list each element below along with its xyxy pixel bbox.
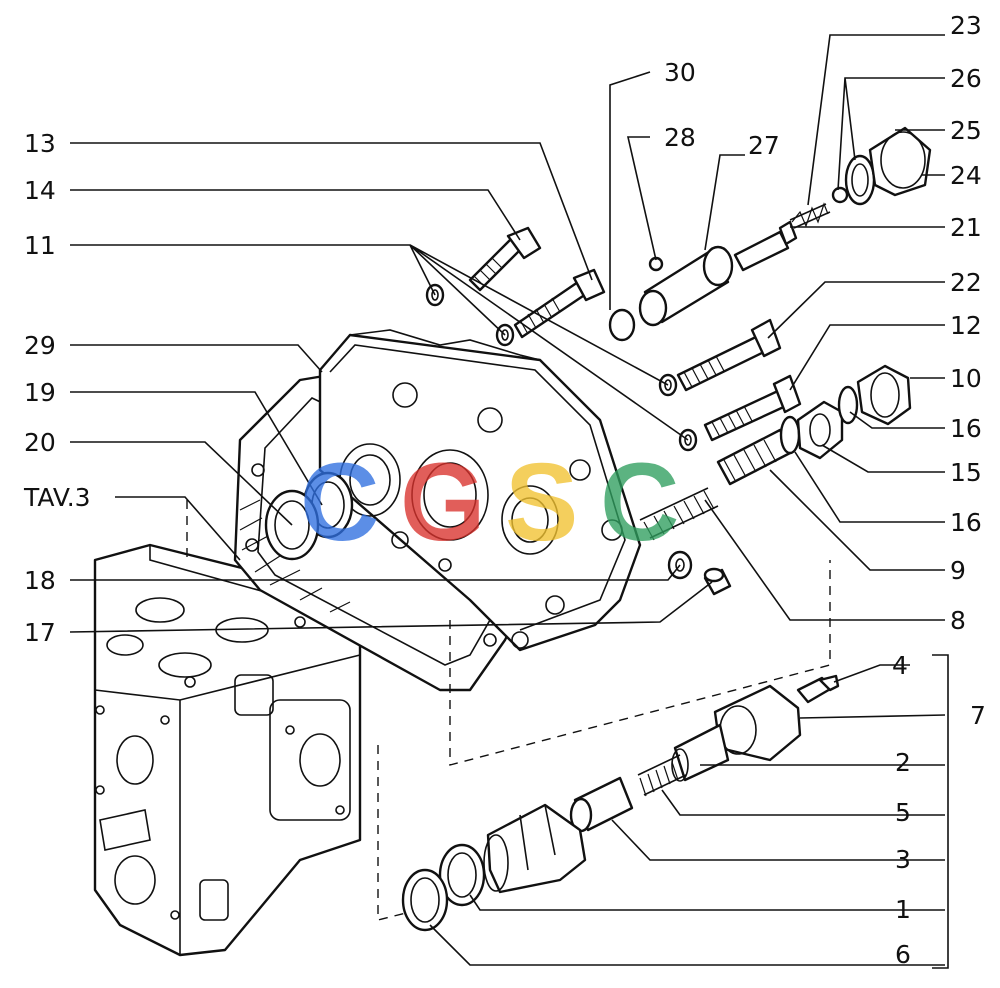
spring-23 — [789, 202, 831, 229]
cover-housing — [318, 329, 642, 652]
plug-17 — [703, 567, 732, 596]
watermark-letter-c1: C — [300, 441, 379, 564]
spring-5 — [637, 754, 687, 797]
callout-7: 7 — [970, 701, 986, 730]
washer-16b — [837, 385, 859, 425]
callout-4: 4 — [892, 651, 908, 680]
piston-3 — [569, 776, 634, 833]
washer-16a — [779, 415, 801, 455]
oring-30 — [608, 308, 636, 342]
callout-10: 10 — [950, 364, 982, 393]
bolt-14 — [468, 226, 542, 292]
callout-1: 1 — [895, 895, 911, 924]
seal-6b — [401, 868, 449, 932]
valve-body — [93, 543, 362, 957]
piston-27 — [638, 245, 734, 327]
bolt-12 — [703, 374, 802, 442]
callout-12: 12 — [950, 311, 982, 340]
callout-27: 27 — [748, 131, 780, 160]
pin-21 — [733, 220, 798, 272]
callout-19: 19 — [24, 378, 56, 407]
callout-9: 9 — [950, 556, 966, 585]
cap-24 — [868, 126, 932, 197]
callout-labels: 13 14 11 29 19 20 TAV.3 18 17 30 28 27 2… — [23, 11, 986, 969]
callout-26: 26 — [950, 64, 982, 93]
callout-21: 21 — [950, 213, 982, 242]
bolt-13 — [513, 268, 606, 339]
watermark-letter-g: G — [400, 441, 486, 564]
assembly-lines — [186, 500, 831, 921]
callout-14: 14 — [24, 176, 56, 205]
cap-nut-10 — [856, 364, 912, 426]
leader-lines — [69, 34, 949, 969]
callout-30: 30 — [664, 58, 696, 87]
seat-7 — [713, 684, 802, 762]
callout-13: 13 — [24, 129, 56, 158]
callout-8: 8 — [950, 606, 966, 635]
callout-2: 2 — [895, 748, 911, 777]
callout-16-upper: 16 — [950, 414, 982, 443]
callout-29: 29 — [24, 331, 56, 360]
callout-6: 6 — [895, 940, 911, 969]
callout-3: 3 — [895, 845, 911, 874]
watermark-letter-c2: C — [600, 441, 679, 564]
callout-23: 23 — [950, 11, 982, 40]
spring-8 — [639, 487, 719, 541]
callout-5: 5 — [895, 798, 911, 827]
nut-15 — [796, 400, 844, 460]
callout-16-lower: 16 — [950, 508, 982, 537]
callout-17: 17 — [24, 618, 56, 647]
cone-4 — [796, 674, 840, 704]
ring-25 — [844, 154, 876, 206]
callout-28: 28 — [664, 123, 696, 152]
plunger-2 — [671, 723, 730, 782]
callout-11: 11 — [24, 231, 56, 260]
callout-24: 24 — [950, 161, 982, 190]
watermark-letter-s: S — [505, 441, 578, 564]
valve-cartridge-1 — [483, 803, 587, 894]
watermark-logo: C G S C — [300, 441, 679, 564]
callout-15: 15 — [950, 458, 982, 487]
ball-26 — [831, 186, 849, 204]
callout-25: 25 — [950, 116, 982, 145]
callout-18: 18 — [24, 566, 56, 595]
callout-22: 22 — [950, 268, 982, 297]
bolt-22 — [676, 318, 782, 392]
callout-20: 20 — [24, 428, 56, 457]
callout-tav3: TAV.3 — [23, 483, 91, 512]
seal-6a — [438, 843, 486, 907]
